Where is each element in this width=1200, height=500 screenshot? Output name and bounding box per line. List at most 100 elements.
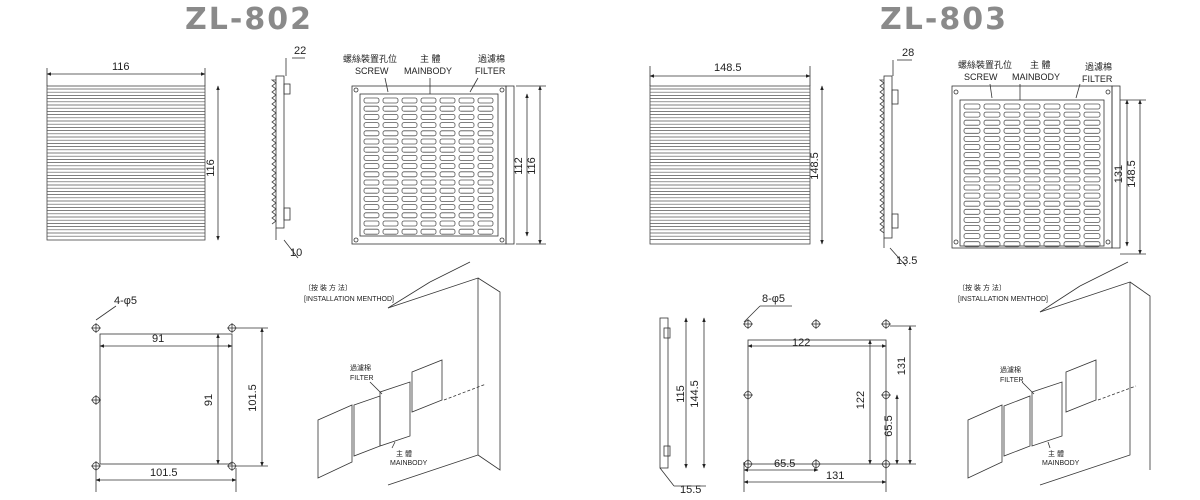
grille-slot [983, 176, 1001, 183]
install-iso-left [317, 261, 501, 486]
grille-slot [1023, 103, 1041, 110]
grille-slot [477, 195, 494, 202]
grille-slot [1063, 184, 1081, 191]
grille-slot [963, 135, 981, 142]
dim-label-cut-height-left: 91 [203, 394, 215, 406]
label-screw-cn-right: 螺絲裝置孔位 [958, 59, 1012, 70]
side-frame-right [659, 317, 706, 487]
grille-slot [1043, 241, 1061, 248]
label-main-left: MAINBODY [404, 66, 452, 76]
grille-slot [1023, 233, 1041, 240]
dim-label-outer-right: 148.5 [1126, 160, 1138, 188]
grille-slot [382, 105, 399, 112]
grille-slot [963, 200, 981, 207]
grille-slot [458, 212, 475, 219]
grille-slot [458, 97, 475, 104]
grille-slot [401, 220, 418, 227]
grille-slot [382, 130, 399, 137]
grille-slot [983, 103, 1001, 110]
label-screw-left: SCREW [355, 66, 389, 76]
grille-slot [401, 195, 418, 202]
grille-slot [1083, 144, 1101, 150]
grille-slot [1043, 119, 1061, 126]
grille-slot [1003, 208, 1021, 215]
grille-slot [1023, 176, 1041, 183]
grille-slot [1063, 176, 1081, 183]
grille-slot [1043, 160, 1061, 167]
iso-main-cn-right: 主 體 [1048, 449, 1064, 458]
grille-slot [382, 212, 399, 219]
grille-slot [363, 122, 380, 128]
dim-label-pitch-h-left: 101.5 [150, 467, 178, 479]
grille-slot [1043, 176, 1061, 183]
dim-label-side-inner-right: 115 [675, 385, 687, 403]
grille-slot [1003, 127, 1021, 134]
grille-slot [1023, 127, 1041, 134]
install-cn-left: 〔按 裝 方 法〕 [304, 283, 352, 292]
grille-slot [382, 114, 399, 120]
dim-label-lip-right: 13.5 [896, 255, 917, 267]
dim-label-cut-width-right: 122 [792, 337, 810, 349]
dim-label-cut-height-right: 122 [855, 391, 867, 409]
grille-slot [401, 138, 418, 145]
grille-slot [439, 138, 456, 145]
grille-slot [382, 138, 399, 145]
grille-slot [439, 212, 456, 219]
label-main-cn-left: 主 體 [420, 53, 441, 64]
grille-slot [401, 163, 418, 170]
dim-width-right [649, 66, 811, 86]
grille-slot [983, 184, 1001, 191]
grille-slot [963, 103, 981, 110]
grille-slot [1043, 184, 1061, 191]
grille-slot [458, 171, 475, 178]
grille-slot [1003, 111, 1021, 118]
model-title-right: ZL-803 [880, 2, 1008, 37]
grille-slot [401, 114, 418, 120]
grille-slot [1063, 208, 1081, 215]
grille-slot [420, 97, 437, 104]
grille-slot [963, 216, 981, 223]
dim-label-height-right: 148.5 [809, 152, 821, 180]
grille-slot [1003, 160, 1021, 167]
grille-slot [1003, 216, 1021, 223]
dim-label-pitch-v-right: 131 [896, 357, 908, 375]
grille-slot [439, 195, 456, 202]
grille-slot [363, 114, 380, 120]
grille-slot [1023, 168, 1041, 175]
dim-label-height-left: 116 [205, 159, 217, 177]
grille-slot [382, 187, 399, 194]
grille-slot [363, 163, 380, 170]
grille-slot [420, 204, 437, 211]
grille-slot [963, 160, 981, 167]
grille-slot [439, 187, 456, 194]
iso-filter-cn-left: 過濾棉 [350, 363, 371, 372]
grille-slot [382, 220, 399, 227]
grille-slot [1063, 192, 1081, 199]
grille-slot [439, 220, 456, 227]
grille-slot [1043, 127, 1061, 134]
grille-slot [1063, 241, 1081, 248]
grille-slot [963, 208, 981, 215]
grille-slot [1003, 152, 1021, 159]
grille-slot [401, 105, 418, 112]
grille-slot [1063, 216, 1081, 223]
iso-main-cn-left: 主 體 [396, 449, 412, 458]
grille-slot [1083, 184, 1101, 191]
dim-label-inner-left: 112 [513, 157, 525, 175]
grille-slot [420, 146, 437, 153]
grille-slot [420, 114, 437, 120]
grille-slot [363, 138, 380, 145]
grille-slot [439, 163, 456, 170]
grille-slot [1083, 233, 1101, 240]
grille-slot [477, 130, 494, 137]
dim-label-depth-left: 22 [294, 45, 306, 57]
grille-slot [1023, 160, 1041, 167]
grille-slot [439, 122, 456, 128]
dim-label-half-h-right: 65.5 [774, 458, 795, 470]
dim-label-inner-right: 131 [1113, 165, 1125, 183]
grille-slot [401, 179, 418, 186]
grille-slot [983, 135, 1001, 142]
label-screw-right: SCREW [964, 72, 998, 82]
grille-slot [420, 195, 437, 202]
grille-slot [458, 122, 475, 128]
